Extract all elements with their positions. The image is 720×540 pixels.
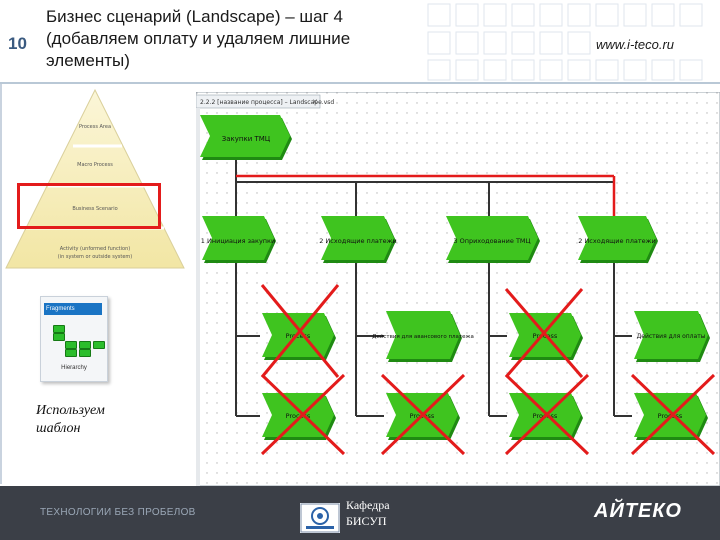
node-top-label: Закупки ТМЦ: [222, 135, 271, 143]
node-r3-1-label: Process: [286, 332, 311, 340]
header-pattern: [427, 3, 703, 81]
department-line-2: БИСУП: [346, 514, 387, 528]
node-r3-4-label: Действия для оплаты: [637, 333, 706, 340]
mini-block: [65, 349, 77, 357]
node-r3-2: Действия для авансового платежа: [372, 311, 474, 362]
header-divider: [0, 82, 720, 84]
process-pyramid: Process Area Macro Process Business Scen…: [5, 88, 185, 269]
header-band: [0, 0, 720, 84]
mini-block: [93, 341, 105, 349]
diagram-canvas[interactable]: 2.2.2 [название процесса] – Landscape.vs…: [195, 91, 720, 487]
mini-block: [79, 349, 91, 357]
node-r3-1: Process: [262, 313, 336, 360]
department-logo: [300, 503, 340, 533]
removal-crosses: [260, 284, 716, 456]
node-l2-1: 1 Инициация закупки: [201, 216, 276, 263]
node-top: Закупки ТМЦ: [200, 115, 292, 160]
caption-line-1: Используем: [36, 403, 105, 418]
node-r3-2-label: Действия для авансового платежа: [372, 333, 474, 340]
template-card[interactable]: Fragments Hierarchy: [40, 296, 108, 382]
pyramid-level-3: Business Scenario: [72, 206, 117, 212]
diagram-tab: [195, 94, 321, 109]
mini-block: [79, 341, 91, 349]
slide-title: Бизнес сценарий (Landscape) – шаг 4 (доб…: [46, 6, 416, 72]
caption-line-2: шаблон: [36, 421, 81, 436]
template-card-header: Fragments: [44, 303, 102, 315]
node-l2-4: 2 Исходящие платежи: [578, 216, 658, 263]
connectors: [235, 160, 632, 417]
diagram-tab-label: 2.2.2 [название процесса] – Landscape.vs…: [200, 99, 334, 106]
site-url[interactable]: www.i-teco.ru: [596, 37, 675, 52]
title-line-3: элементы): [46, 51, 130, 70]
node-r4-1-label: Process: [286, 412, 311, 420]
template-card-footer: Hierarchy: [61, 365, 87, 371]
node-l2-1-label: 1 Инициация закупки: [201, 237, 275, 245]
title-line-1: Бизнес сценарий (Landscape) – шаг 4: [46, 7, 343, 26]
brand-logo: АЙТЕКО: [594, 500, 682, 522]
node-l2-2: 2 Исходящие платежи: [319, 216, 397, 263]
mini-block: [65, 341, 77, 349]
mini-block: [53, 325, 65, 333]
node-l2-3-label: 3 Оприходование ТМЦ: [453, 237, 530, 245]
node-l2-2-label: 2 Исходящие платежи: [319, 237, 397, 245]
title-line-2: (добавляем оплату и удаляем лишние: [46, 29, 351, 48]
caption: Используем шаблон: [36, 402, 105, 438]
node-l2-4-label: 2 Исходящие платежи: [578, 237, 656, 245]
footer-band: [0, 486, 720, 540]
footer-slogan: ТЕХНОЛОГИИ БЕЗ ПРОБЕЛОВ: [40, 507, 196, 518]
department-name: Кафедра БИСУП: [346, 497, 390, 529]
pyramid-level-1: Process Area: [79, 124, 111, 130]
pyramid-level-4: Activity (unformed function): [60, 246, 130, 252]
pyramid-level-4-sub: (in system or outside system): [58, 254, 133, 260]
left-accent-line: [0, 84, 2, 484]
highlight-connector: [236, 174, 616, 217]
close-icon: ✕: [312, 98, 318, 106]
highlight-box: [17, 183, 161, 229]
node-l2-3: 3 Оприходование ТМЦ: [446, 216, 540, 263]
slide-number: 10: [8, 34, 27, 53]
node-r3-4: Действия для оплаты: [634, 311, 710, 362]
landscape-diagram: 2.2.2 [название процесса] – Landscape.vs…: [195, 91, 720, 487]
mini-block: [53, 333, 65, 341]
pyramid-level-2: Macro Process: [77, 162, 113, 168]
department-line-1: Кафедра: [346, 498, 390, 512]
